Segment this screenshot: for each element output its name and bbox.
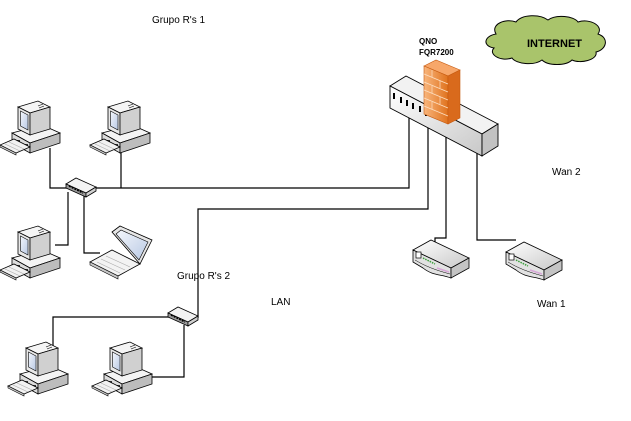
link-pc5-hub2 <box>150 325 185 378</box>
wires <box>49 117 516 378</box>
link-router-wan2 <box>434 128 447 242</box>
link-hub1-router <box>96 117 410 189</box>
laptop-icon[interactable] <box>89 225 153 280</box>
link-hub2-router <box>197 122 429 318</box>
group1-label: Grupo R's 1 <box>152 15 205 26</box>
wan1-label: Wan 1 <box>537 299 566 310</box>
modem-wan1-icon[interactable] <box>505 241 563 281</box>
link-laptop-hub1 <box>83 196 100 254</box>
router-label-line1: QNO <box>419 37 437 46</box>
lan-label: LAN <box>271 297 290 308</box>
link-pc4-hub2 <box>52 316 170 350</box>
modem-wan2-icon[interactable] <box>412 239 470 279</box>
hub2-icon[interactable] <box>167 306 199 327</box>
router-label-line2: FQR7200 <box>419 48 454 57</box>
desktop-pc5-icon[interactable] <box>91 341 153 397</box>
desktop-pc3-icon[interactable] <box>0 225 61 281</box>
link-pc1-hub1 <box>49 148 68 189</box>
desktop-pc1-icon[interactable] <box>0 100 61 156</box>
desktop-pc2-icon[interactable] <box>89 100 151 156</box>
wan2-label: Wan 2 <box>552 167 581 178</box>
cloud-icon <box>485 15 606 65</box>
firewall-icon <box>423 59 461 125</box>
link-pc3-hub1 <box>55 192 69 246</box>
internet-label: INTERNET <box>527 38 582 50</box>
hub1-icon[interactable] <box>65 177 97 198</box>
router-firewall[interactable]: QNO FQR7200 <box>389 37 499 157</box>
desktop-pc4-icon[interactable] <box>7 341 69 397</box>
link-router-wan1 <box>476 146 516 241</box>
group2-label: Grupo R's 2 <box>177 271 230 282</box>
internet-cloud[interactable]: INTERNET <box>485 15 606 65</box>
